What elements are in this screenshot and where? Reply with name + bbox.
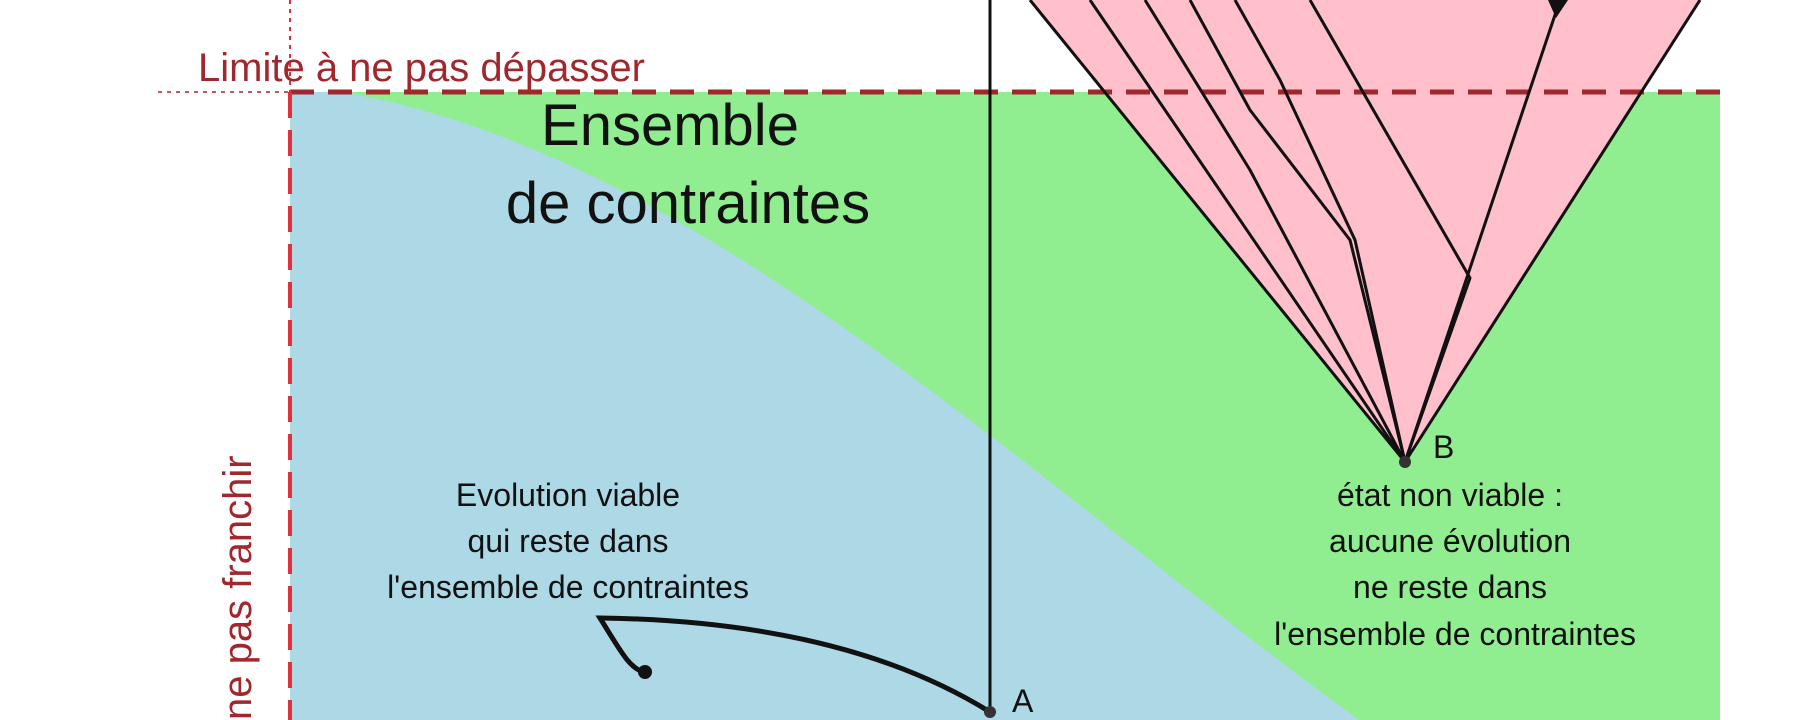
nonviable-caption-line-4: l'ensemble de contraintes (1274, 616, 1636, 652)
point-a-label: A (1012, 683, 1034, 719)
nonviable-trajectory (1233, 0, 1407, 463)
nonviable-trajectory (1188, 0, 1407, 463)
constraint-set-title-line1: Ensemble (541, 93, 799, 158)
nonviable-caption-line-3: ne reste dans (1353, 569, 1547, 605)
nonviable-trajectory (1028, 0, 1407, 463)
constraint-set-title-line2: de contraintes (506, 171, 870, 236)
viable-trajectory (595, 615, 992, 715)
point-a-marker (984, 706, 996, 718)
point-b-label: B (1433, 429, 1454, 465)
nonviable-trajectory (1403, 0, 1702, 463)
viable-caption-line-3: l'ensemble de contraintes (387, 569, 749, 605)
viable-caption-line-2: qui reste dans (467, 523, 668, 559)
viable-caption-line-1: Evolution viable (456, 477, 680, 513)
nonviable-caption-line-1: état non viable : (1337, 477, 1563, 513)
viability-kernel-region (290, 92, 1360, 720)
nonviable-trajectories (1028, 0, 1702, 463)
nonviable-trajectory (1403, 0, 1562, 463)
nonviable-caption-line-2: aucune évolution (1329, 523, 1571, 559)
trajectory-arrowhead (1548, 0, 1568, 18)
left-limit-label: ne pas franchir (216, 455, 260, 720)
nonviable-trajectory (1143, 0, 1407, 463)
nonviable-trajectory (1088, 0, 1407, 463)
top-limit-label: Limite à ne pas dépasser (198, 46, 645, 90)
nonviable-cone (1030, 0, 1700, 462)
point-b-marker (1399, 456, 1411, 468)
viable-trajectory-end-point (638, 665, 652, 679)
